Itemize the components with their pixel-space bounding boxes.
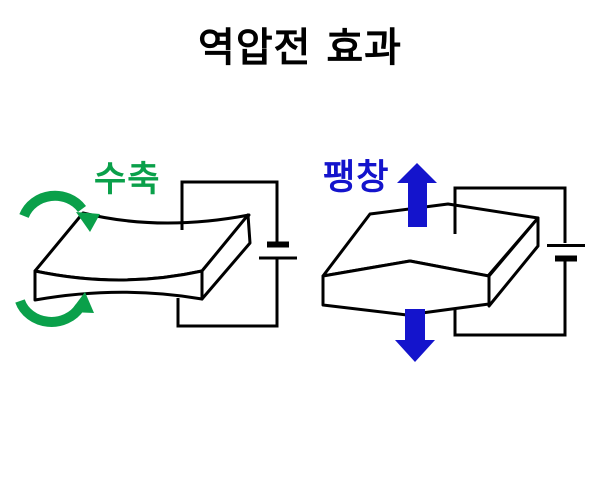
- contracted-slab: [33, 211, 252, 302]
- wire-bottom: [176, 258, 279, 328]
- expansion-label: 팽창: [323, 158, 390, 198]
- expanded-slab: [321, 202, 540, 317]
- curved-arrow-press-up-icon: [15, 292, 94, 327]
- slab-side-face: [200, 213, 252, 301]
- curved-arrow-press-down-icon: [19, 190, 100, 232]
- down-arrow-icon: [395, 309, 435, 362]
- curved-arrow-arc: [15, 299, 85, 327]
- slab-side-face: [487, 216, 540, 308]
- wire-bottom: [453, 259, 567, 337]
- wire-top: [453, 186, 567, 243]
- contraction-label: 수축: [94, 160, 161, 200]
- curved-arrow-head: [70, 292, 94, 313]
- page-title: 역압전 효과: [198, 25, 402, 71]
- left-circuit: [176, 180, 297, 328]
- right-circuit: [453, 186, 585, 337]
- curved-arrow-arc: [19, 190, 87, 219]
- wire-top: [180, 180, 279, 242]
- up-arrow-icon: [397, 163, 437, 227]
- curved-arrow-head: [76, 212, 100, 232]
